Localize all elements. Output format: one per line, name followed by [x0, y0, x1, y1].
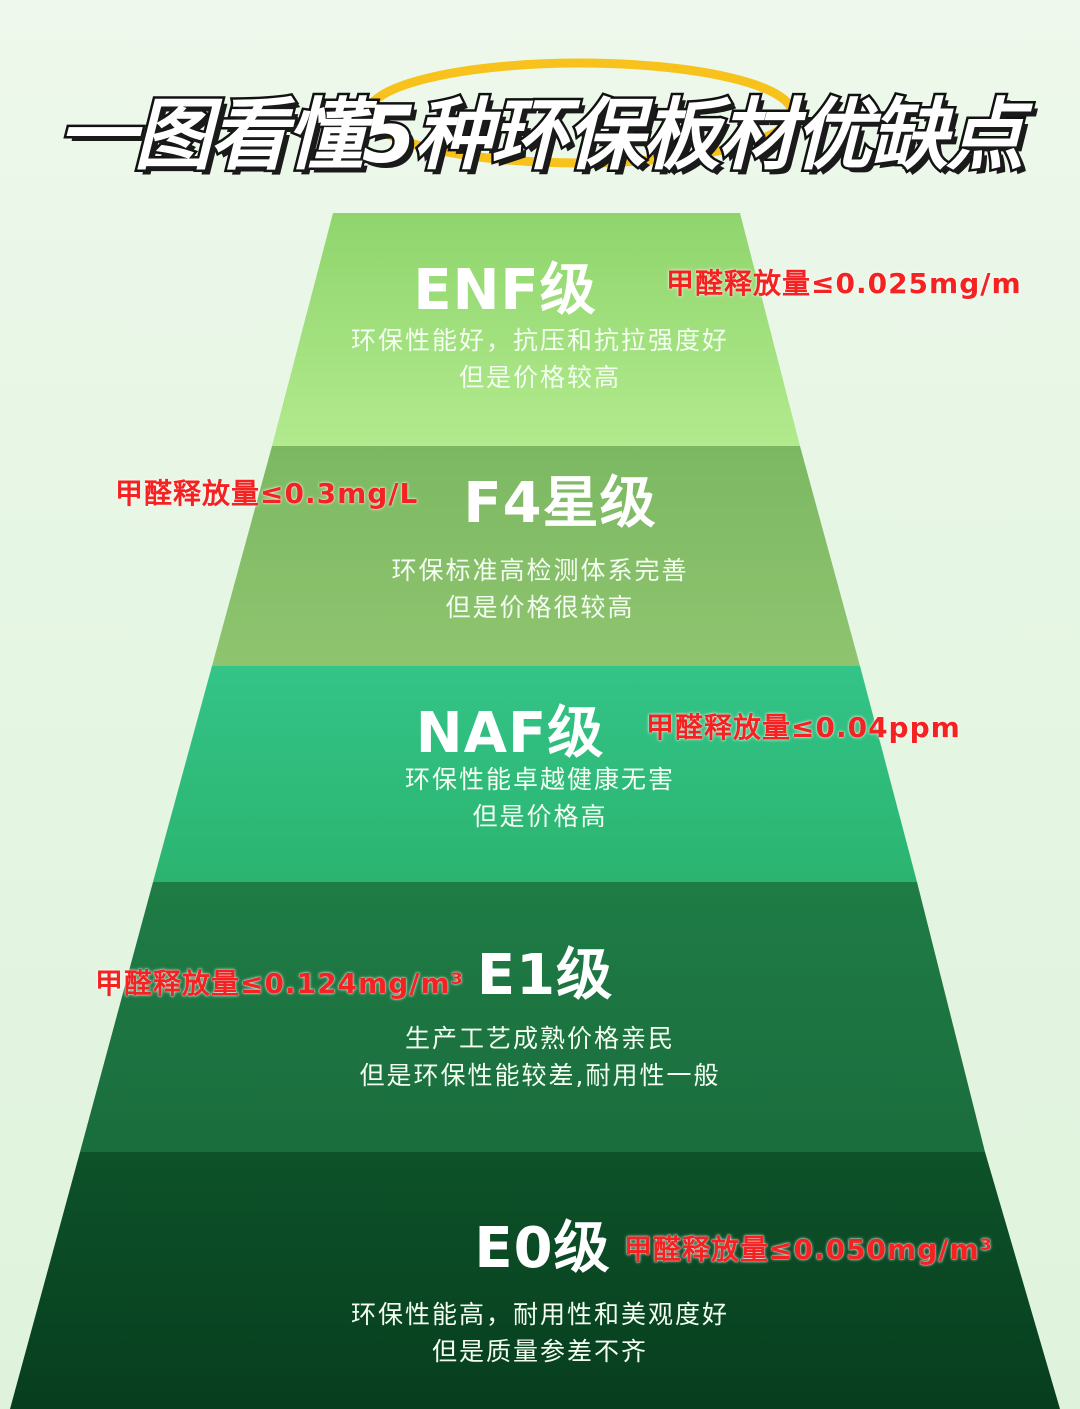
tier-naf-desc-line2: 但是价格高: [472, 802, 608, 831]
tier-e0-band: [10, 1152, 1060, 1409]
tier-naf-emission: 甲醛释放量≤0.04ppm: [646, 711, 961, 744]
tier-e0-title: E0级: [474, 1216, 611, 1281]
tier-f4-band: [212, 446, 860, 666]
tier-enf-description: 环保性能好，抗压和抗拉强度好 但是价格较高: [0, 322, 1080, 396]
tier-e1-band: [80, 882, 985, 1152]
tier-e1-desc-line2: 但是环保性能较差,耐用性一般: [359, 1061, 721, 1090]
tier-naf-band: [153, 666, 917, 882]
page-title: 一图看懂5种环保板材优缺点: [55, 89, 1026, 184]
tier-e0-desc-line2: 但是质量参差不齐: [431, 1337, 648, 1366]
tier-naf-desc-line1: 环保性能卓越健康无害: [404, 765, 675, 794]
tier-enf-band: [272, 213, 800, 446]
tier-e0-description: 环保性能高，耐用性和美观度好 但是质量参差不齐: [0, 1296, 1080, 1370]
title-highlight-ring: [363, 58, 797, 168]
tier-f4-emission: 甲醛释放量≤0.3mg/L: [115, 477, 419, 510]
tier-enf-title: ENF级: [413, 258, 597, 323]
tier-f4-description: 环保标准高检测体系完善 但是价格很较高: [0, 552, 1080, 626]
tier-naf-title: NAF级: [415, 701, 605, 766]
tier-e1-desc-line1: 生产工艺成熟价格亲民: [404, 1024, 675, 1053]
tier-f4-desc-line2: 但是价格很较高: [445, 593, 635, 622]
tier-f4-title: F4星级: [463, 471, 657, 536]
tier-e1-emission: 甲醛释放量≤0.124mg/m³: [95, 967, 464, 1000]
tier-e1-title: E1级: [476, 943, 614, 1008]
title-banner: 一图看懂5种环保板材优缺点: [0, 55, 1080, 185]
tier-naf-description: 环保性能卓越健康无害 但是价格高: [0, 761, 1080, 835]
tier-e1-description: 生产工艺成熟价格亲民 但是环保性能较差,耐用性一般: [0, 1020, 1080, 1094]
tier-enf-desc-line1: 环保性能好，抗压和抗拉强度好: [350, 326, 729, 355]
tier-e0-emission: 甲醛释放量≤0.050mg/m³: [624, 1233, 993, 1266]
tier-enf-emission: 甲醛释放量≤0.025mg/m: [666, 267, 1022, 300]
tier-f4-desc-line1: 环保标准高检测体系完善: [391, 556, 689, 585]
tier-enf-desc-line2: 但是价格较高: [458, 363, 621, 392]
tier-e0-desc-line1: 环保性能高，耐用性和美观度好: [350, 1300, 729, 1329]
